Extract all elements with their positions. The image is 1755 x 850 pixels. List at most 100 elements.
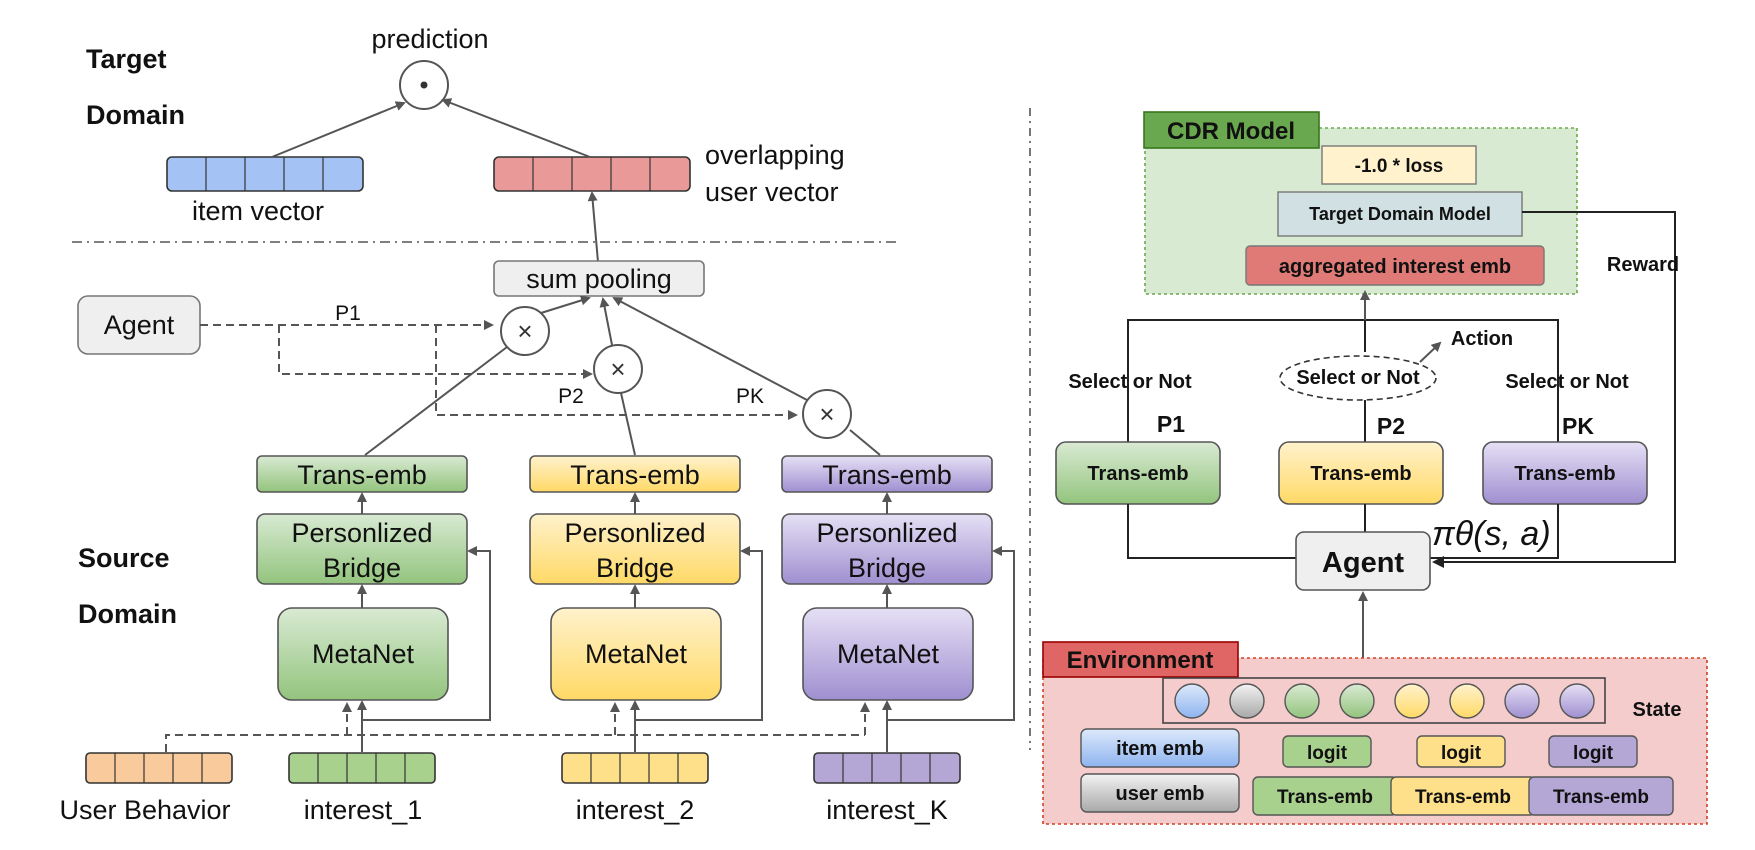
interest-1-label: interest_1 (304, 795, 423, 825)
user-behavior-vector (85, 752, 233, 784)
times-icon: × (819, 399, 834, 429)
state-purple-circle-2 (1559, 683, 1595, 719)
multiply-node-1: × (500, 306, 550, 356)
item-emb-box (1080, 728, 1240, 768)
state-user-circle (1229, 683, 1265, 719)
multiply-node-k: × (802, 389, 852, 439)
env-trans-emb-k-box (1528, 776, 1674, 816)
state-item-circle (1174, 683, 1210, 719)
metanet-k-label: MetaNet (837, 639, 940, 669)
times-icon: × (610, 354, 625, 384)
multiply-node-2: × (593, 344, 643, 394)
left-panel: Target Domain Source Domain prediction i… (59, 24, 1015, 825)
user-vector (493, 156, 691, 192)
right-trans-emb-2 (1278, 441, 1444, 505)
user-emb-label: user emb (1116, 783, 1205, 805)
select-label-1: Select or Not (1068, 371, 1192, 393)
policy-label: πθ(s, a) (1432, 515, 1551, 553)
column-2: Trans-emb Personlized Bridge MetaNet (529, 455, 763, 721)
user-emb-box (1080, 773, 1240, 813)
right-pk-label: PK (1562, 413, 1594, 439)
target-domain-model-label: Target Domain Model (1309, 204, 1491, 224)
item-vector (166, 156, 364, 192)
bridge-2-label-2: Bridge (596, 553, 674, 583)
sum-pooling-box (493, 260, 705, 297)
state-yellow-circle-2 (1449, 683, 1485, 719)
logit-2-box (1416, 735, 1506, 768)
column-k: Trans-emb Personlized Bridge MetaNet (781, 455, 1015, 721)
interest-1-vector (288, 752, 436, 784)
select-label-2: Select or Not (1296, 367, 1420, 389)
environment-tab (1042, 641, 1239, 678)
trans-emb-1-label: Trans-emb (297, 460, 427, 490)
loss-box (1321, 145, 1477, 185)
times-icon: × (517, 316, 532, 346)
prediction-label: prediction (371, 24, 488, 54)
user-behavior-label: User Behavior (59, 795, 230, 825)
aggregated-interest-label: aggregated interest emb (1279, 256, 1511, 278)
bridge-1-label-1: Personlized (291, 518, 432, 548)
loss-label: -1.0 * loss (1355, 156, 1444, 177)
logit-1-box (1282, 735, 1372, 768)
trans-emb-k-label: Trans-emb (822, 460, 952, 490)
metanet-1-label: MetaNet (312, 639, 415, 669)
state-label: State (1633, 699, 1682, 721)
dot-product-icon (420, 81, 428, 89)
select-label-k: Select or Not (1505, 371, 1629, 393)
right-p1-label: P1 (1157, 411, 1185, 437)
source-domain-label-2: Domain (78, 599, 177, 629)
right-trans-emb-k-label: Trans-emb (1514, 463, 1615, 485)
aggregated-interest-box (1245, 245, 1545, 286)
item-vector-label: item vector (192, 196, 324, 226)
user-vector-label-1: overlapping (705, 140, 845, 170)
bridge-k-label-2: Bridge (848, 553, 926, 583)
target-domain-label-1: Target (86, 44, 167, 74)
interest-2-vector (561, 752, 709, 784)
state-green-circle-2 (1339, 683, 1375, 719)
action-label: Action (1451, 328, 1513, 350)
p2-label: P2 (558, 385, 584, 408)
state-box (1162, 677, 1606, 724)
trans-emb-2-label: Trans-emb (570, 460, 700, 490)
right-p2-label: P2 (1377, 413, 1405, 439)
logit-k-label: logit (1573, 743, 1614, 764)
target-domain-label-2: Domain (86, 100, 185, 130)
logit-2-label: logit (1441, 743, 1482, 764)
sum-pooling-label: sum pooling (526, 264, 672, 294)
p1-label: P1 (335, 302, 361, 325)
state-green-circle-1 (1284, 683, 1320, 719)
logit-k-box (1548, 735, 1638, 768)
right-trans-emb-1-label: Trans-emb (1087, 463, 1188, 485)
column-1: Trans-emb Personlized Bridge MetaNet (256, 455, 491, 721)
user-vector-label-2: user vector (705, 177, 839, 207)
select-action-ellipse (1279, 355, 1437, 401)
right-panel: CDR Model -1.0 * loss Target Domain Mode… (1042, 111, 1708, 825)
right-trans-emb-2-label: Trans-emb (1310, 463, 1411, 485)
interest-k-vector (813, 752, 961, 784)
right-agent-label: Agent (1322, 547, 1405, 579)
reward-label: Reward (1607, 254, 1679, 276)
state-purple-circle-1 (1504, 683, 1540, 719)
bridge-1-label-2: Bridge (323, 553, 401, 583)
cdr-model-tab (1143, 111, 1320, 149)
state-yellow-circle-1 (1394, 683, 1430, 719)
logit-1-label: logit (1307, 743, 1348, 764)
interest-k-label: interest_K (826, 795, 948, 825)
env-trans-emb-2-label: Trans-emb (1415, 787, 1511, 808)
right-trans-emb-1 (1055, 441, 1221, 505)
pk-label: PK (736, 385, 764, 408)
bridge-k-label-1: Personlized (816, 518, 957, 548)
target-domain-model-box (1277, 191, 1523, 237)
source-domain-label-1: Source (78, 543, 170, 573)
right-trans-emb-k (1482, 441, 1648, 505)
interest-2-label: interest_2 (576, 795, 695, 825)
env-trans-emb-k-label: Trans-emb (1553, 787, 1649, 808)
bridge-2-label-1: Personlized (564, 518, 705, 548)
item-emb-label: item emb (1116, 738, 1204, 760)
metanet-2-label: MetaNet (585, 639, 688, 669)
env-trans-emb-1-label: Trans-emb (1277, 787, 1373, 808)
right-agent-box (1295, 531, 1431, 591)
environment-label: Environment (1067, 647, 1214, 674)
agent-label: Agent (104, 310, 175, 340)
